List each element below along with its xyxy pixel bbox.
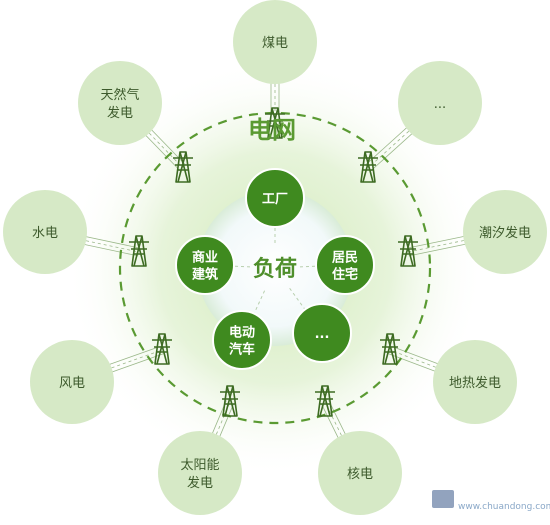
connector-line [44, 231, 140, 253]
watermark: www.chuandong.com [432, 490, 550, 512]
core-spokes [234, 228, 316, 313]
core-spoke [299, 265, 316, 268]
load-label: 汽车 [229, 342, 255, 358]
transmission-tower-icon [220, 385, 240, 417]
source-circle [398, 61, 482, 145]
grid-ring [118, 111, 432, 425]
transmission-towers [129, 107, 418, 417]
core-spoke [254, 290, 266, 313]
load-circle [175, 235, 235, 295]
grid-label: 电网 [248, 116, 296, 144]
source-more: ... [398, 61, 482, 145]
source-circle [318, 431, 402, 515]
source-label: 水电 [32, 226, 58, 241]
load-label: 住宅 [332, 267, 358, 283]
load-nodes: 工厂商业建筑居民住宅电动汽车... [175, 168, 375, 370]
source-tidal: 潮汐发电 [463, 190, 547, 274]
source-circle [3, 190, 87, 274]
load-circle [315, 235, 375, 295]
load-circle [245, 168, 305, 228]
watermark-text: www.chuandong.com [458, 502, 550, 512]
source-label: 煤电 [262, 36, 288, 51]
source-circle [158, 431, 242, 515]
source-circle [433, 340, 517, 424]
transmission-tower-icon [265, 107, 285, 139]
source-circle [233, 0, 317, 84]
transmission-tower-icon [358, 151, 378, 183]
connector-line [367, 102, 441, 169]
load-label: 商业 [192, 250, 218, 266]
core-label: 负荷 [253, 257, 297, 282]
transmission-tower-icon [152, 333, 172, 365]
source-hydro: 水电 [3, 190, 87, 274]
connector-line [407, 231, 506, 253]
core-spoke [289, 287, 305, 309]
watermark-logo-icon [432, 490, 454, 508]
load-label: 建筑 [192, 267, 218, 283]
source-wind: 风电 [30, 340, 114, 424]
source-label: 天然气 [100, 87, 139, 103]
load-label: 居民 [332, 251, 358, 266]
source-circle [463, 190, 547, 274]
source-label: 潮汐发电 [479, 225, 531, 241]
source-label: 发电 [107, 105, 133, 121]
generation-sources: 煤电天然气发电...水电潮汐发电风电地热发电太阳能发电核电 [3, 0, 547, 515]
transmission-tower-icon [129, 235, 149, 267]
source-label: 核电 [347, 467, 373, 482]
load-circle [292, 303, 352, 363]
load-circle [212, 310, 272, 370]
transmission-tower-icon [315, 385, 335, 417]
connector-line [71, 349, 163, 383]
source-label: 风电 [59, 376, 85, 391]
source-label: 地热发电 [449, 375, 501, 391]
load-label: 工厂 [262, 192, 288, 207]
load-label: ... [315, 327, 330, 342]
source-nuclear: 核电 [318, 431, 402, 515]
source-label: 太阳能 [180, 458, 219, 473]
source-circle [30, 340, 114, 424]
source-label: ... [434, 97, 446, 112]
source-circle [78, 61, 162, 145]
transmission-tower-icon [398, 235, 418, 267]
source-label: 发电 [187, 475, 213, 491]
transmission-tower-icon [380, 333, 400, 365]
source-geo: 地热发电 [433, 340, 517, 424]
core-spoke [234, 265, 251, 268]
transmission-tower-icon [173, 151, 193, 183]
load-other: ... [292, 303, 352, 363]
source-coal: 煤电 [233, 0, 317, 84]
load-factory: 工厂 [245, 168, 305, 228]
load-label: 电动 [229, 325, 255, 341]
